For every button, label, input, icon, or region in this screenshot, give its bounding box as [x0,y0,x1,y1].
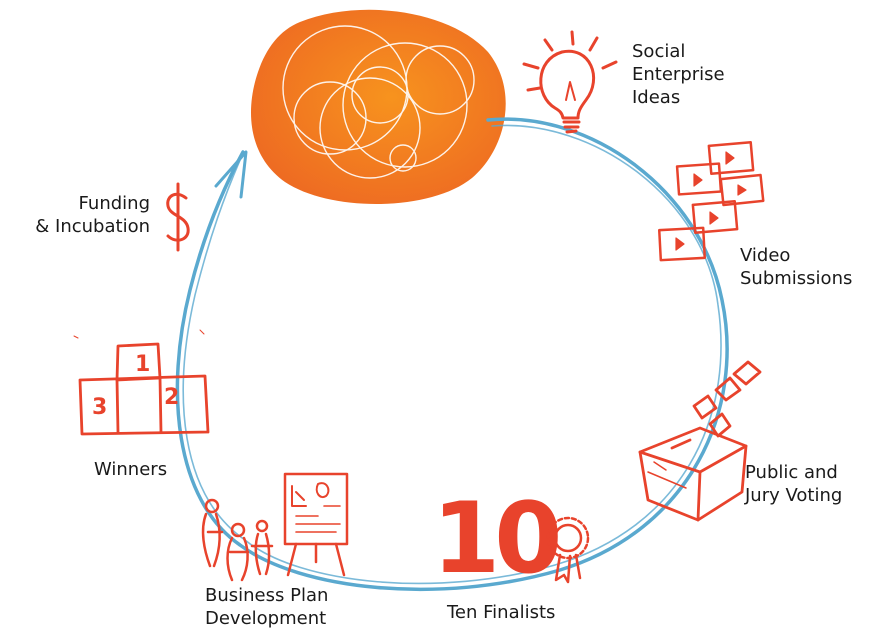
voting-line-1: Public and [745,462,838,483]
business-plan-line-1: Business Plan [205,585,329,606]
ballot-box-icon [638,360,762,522]
stage-label-winners: Winners [94,458,167,481]
ideas-line-3: Ideas [632,87,681,108]
winners-line-1: Winners [94,459,168,480]
finalists-line-1: Ten Finalists [447,602,556,623]
ideas-line-2: Enterprise [632,64,725,85]
presentation-board-icon [201,472,349,582]
video-stack-icon [657,140,765,262]
stage-label-funding: Funding & Incubation [35,192,150,238]
podium-third-number: 3 [92,395,107,420]
stage-label-finalists: Ten Finalists [447,601,555,624]
ten-ribbon-icon: 10 [432,482,590,596]
logo-blob-icon [250,9,506,205]
voting-line-2: Jury Voting [745,485,843,506]
stage-label-business-plan: Business Plan Development [205,584,328,630]
ten-number: 10 [432,482,558,596]
stage-label-ideas: Social Enterprise Ideas [632,40,725,109]
lightbulb-icon [522,30,618,134]
cycle-arrow [175,117,729,592]
video-line-2: Submissions [740,268,853,289]
podium-first-number: 1 [135,352,150,377]
funding-line-1: Funding [78,193,150,214]
funding-line-2: & Incubation [35,216,150,237]
podium-second-number: 2 [164,385,179,410]
stage-label-video: Video Submissions [740,244,852,290]
podium-icon: 1 2 3 [73,329,210,436]
dollar-icon [166,182,190,252]
stage-label-voting: Public and Jury Voting [745,461,842,507]
video-line-1: Video [740,245,791,266]
business-plan-line-2: Development [205,608,327,629]
ideas-line-1: Social [632,41,686,62]
